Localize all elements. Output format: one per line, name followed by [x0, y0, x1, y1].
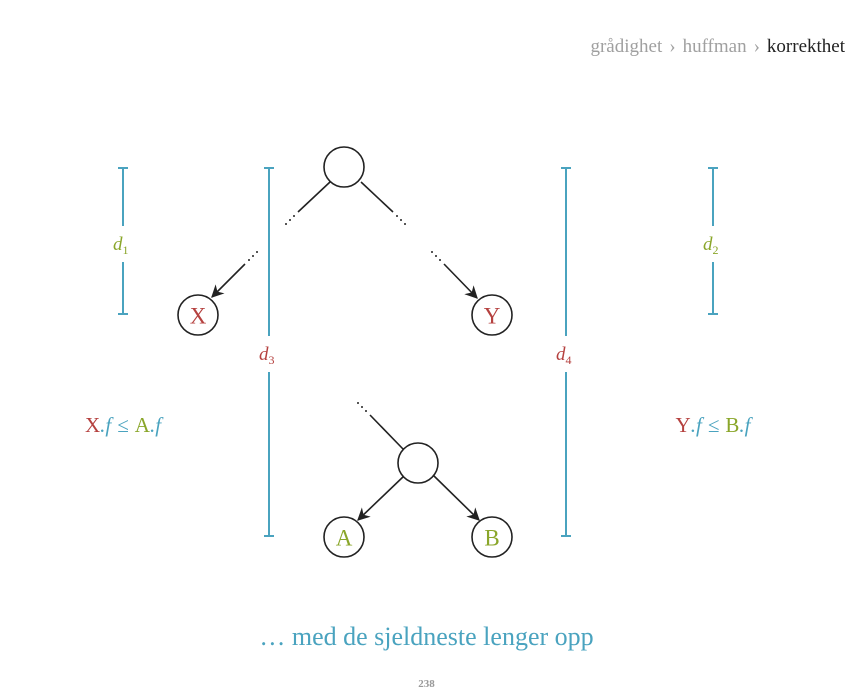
node-a-label: A — [336, 526, 353, 551]
label-d2: d2 — [703, 234, 719, 257]
distance-bar-d2 — [708, 167, 718, 315]
node-a — [323, 516, 365, 558]
breadcrumb-item-korrekthet: korrekthet — [766, 36, 845, 57]
edge-to-a — [357, 474, 406, 521]
breadcrumb-item-gradighet[interactable]: grådighet — [590, 36, 663, 57]
edge-to-parent-ab — [369, 414, 404, 450]
breadcrumb-separator: › — [669, 36, 676, 57]
edge-to-b — [432, 474, 480, 521]
breadcrumb: grådighet › huffman › korrekthet — [590, 36, 845, 58]
page-number: 238 — [418, 678, 435, 690]
distance-bar-d4 — [561, 167, 571, 537]
edge-root-left — [297, 181, 331, 213]
label-d3: d3 — [259, 344, 275, 367]
node-b-label: B — [484, 526, 499, 551]
elision-dots — [248, 215, 441, 412]
edge-root-right — [360, 181, 394, 213]
breadcrumb-item-huffman[interactable]: huffman — [682, 36, 747, 57]
breadcrumb-separator: › — [753, 36, 760, 57]
inequality-left: X.f≤A.f — [85, 413, 164, 437]
node-x — [177, 294, 219, 336]
distance-bar-d1 — [118, 167, 128, 315]
edge-to-x — [211, 263, 246, 298]
distance-bar-d3 — [264, 167, 274, 537]
node-y — [471, 294, 513, 336]
node-y-label: Y — [484, 304, 501, 329]
node-root — [323, 146, 365, 188]
node-parent-ab — [397, 442, 439, 484]
inequality-right: Y.f≤B.f — [676, 413, 754, 437]
label-d4: d4 — [556, 344, 572, 367]
edge-to-y — [443, 263, 478, 299]
label-d1: d1 — [113, 234, 129, 257]
slide-caption: … med de sjeldneste lenger opp — [259, 622, 594, 651]
node-x-label: X — [190, 304, 207, 329]
node-b — [471, 516, 513, 558]
